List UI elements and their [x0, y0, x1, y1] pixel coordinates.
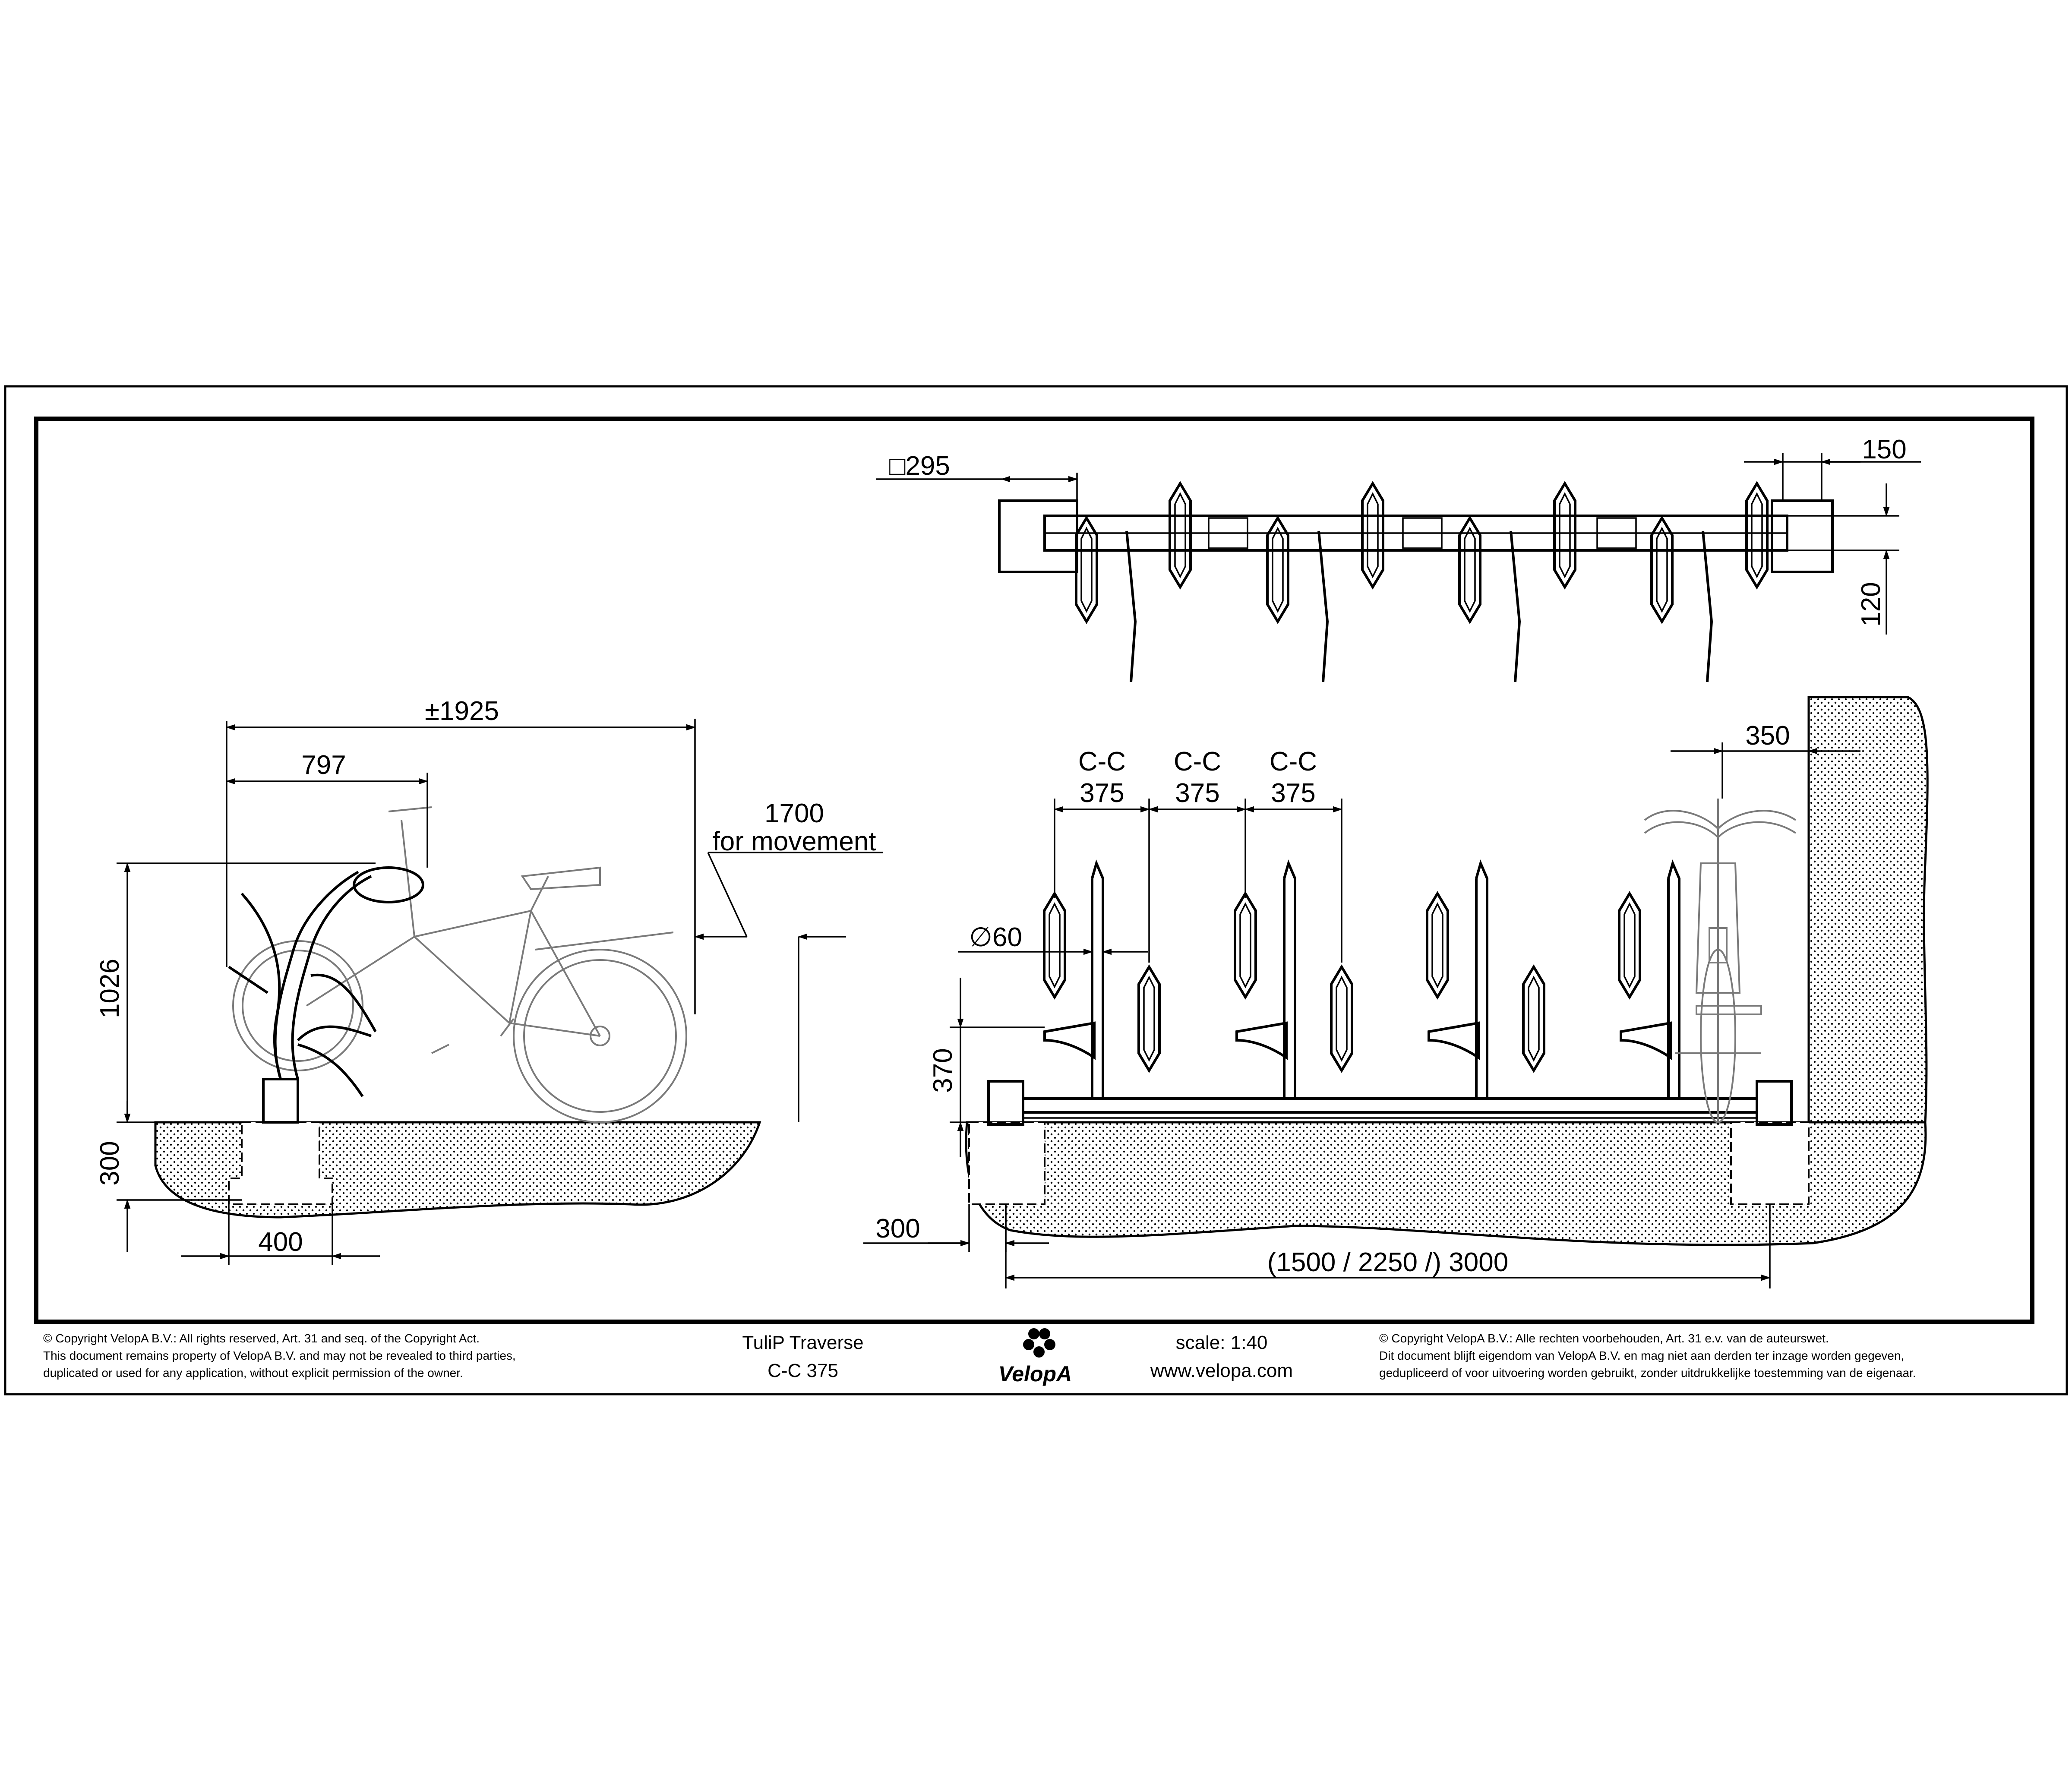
holder-stems-front: [1091, 859, 1680, 1099]
dim-foundation-depth-front: 300: [875, 1214, 920, 1244]
copyright-en-line-1: © Copyright VelopA B.V.: All rights rese…: [43, 1332, 480, 1345]
cc-value-2: 375: [1175, 778, 1219, 808]
dim-end: 150: [1862, 435, 1906, 464]
cc-dimensions: C-C 375 C-C 375 C-C 375: [1054, 747, 1342, 963]
dim-height: 1026: [95, 959, 125, 1018]
foundation-block-front-left: [968, 1121, 1045, 1205]
post-front-left: [987, 1080, 1024, 1126]
cc-label-2: C-C: [1174, 747, 1221, 777]
holder-arms-top: [1125, 530, 1713, 682]
dim-tube-symbol: ∅: [969, 922, 992, 952]
velopa-logo: VelopA: [998, 1328, 1072, 1386]
copyright-nl-line-2: Dit document blijft eigendom van VelopA …: [1379, 1349, 1904, 1362]
title-block: © Copyright VelopA B.V.: All rights rese…: [43, 1328, 1916, 1386]
drawing-scale: scale: 1:40: [1176, 1332, 1268, 1353]
dim-overall-length: ±1925: [425, 696, 499, 726]
front-view: C-C 375 C-C 375 C-C 375 ∅60 370 350: [863, 696, 1929, 1288]
bicycle-front: [1644, 799, 1797, 1123]
brand-wordmark: VelopA: [998, 1362, 1072, 1386]
product-variant: C-C 375: [768, 1360, 838, 1381]
sheet-frame: [4, 385, 2068, 1396]
dim-post-symbol: □: [889, 451, 906, 481]
cc-value-1: 375: [1080, 778, 1124, 808]
dim-post-value: 295: [905, 451, 950, 481]
tulip-holder-side: [228, 866, 424, 1097]
copyright-nl-line-3: gedupliceerd of voor uitvoering worden g…: [1379, 1366, 1916, 1380]
post-front-right: [1756, 1080, 1793, 1126]
copyright-en-line-2: This document remains property of VelopA…: [43, 1349, 516, 1362]
dim-reach: 797: [301, 750, 346, 780]
foundation-block-left: [228, 1121, 333, 1205]
top-view: □295 150 120: [876, 435, 1921, 682]
cc-value-3: 375: [1271, 778, 1315, 808]
base-plate: [262, 1078, 299, 1124]
dim-wall-clearance: 350: [1745, 721, 1790, 751]
side-view: ±1925 797 1026 300 400 1700 for movement: [95, 696, 883, 1265]
bicycle-side: [232, 806, 687, 1123]
product-name: TuliP Traverse: [742, 1332, 863, 1353]
website: www.velopa.com: [1150, 1360, 1293, 1381]
copyright-nl-line-1: © Copyright VelopA B.V.: Alle rechten vo…: [1379, 1332, 1829, 1345]
copyright-en-line-3: duplicated or used for any application, …: [43, 1366, 463, 1380]
post-plate-right: [1771, 499, 1834, 573]
dim-movement-value: 1700: [764, 799, 824, 828]
holder-top-group: [1076, 483, 1767, 622]
dim-tube: ∅60: [969, 922, 1022, 952]
dim-post-size: □295: [889, 451, 950, 481]
foundation-block-front-right: [1730, 1121, 1810, 1205]
dim-movement-label: for movement: [712, 827, 876, 856]
wall: [1807, 696, 1929, 1124]
holder-brackets-front: [1043, 1021, 1672, 1060]
cc-label-1: C-C: [1078, 747, 1126, 777]
dim-length: (1500 / 2250 /) 3000: [1267, 1247, 1508, 1277]
dim-tube-value: 60: [992, 922, 1022, 952]
cc-label-3: C-C: [1270, 747, 1317, 777]
traverse-beam-front: [1022, 1097, 1758, 1114]
dim-foundation-depth-side: 300: [95, 1141, 125, 1185]
dim-holder-height: 370: [928, 1048, 958, 1093]
post-plate-left: [998, 499, 1078, 573]
dim-foundation-width: 400: [258, 1227, 303, 1257]
splice-plates-top: [1208, 517, 1637, 549]
dim-width: 120: [1856, 582, 1886, 626]
